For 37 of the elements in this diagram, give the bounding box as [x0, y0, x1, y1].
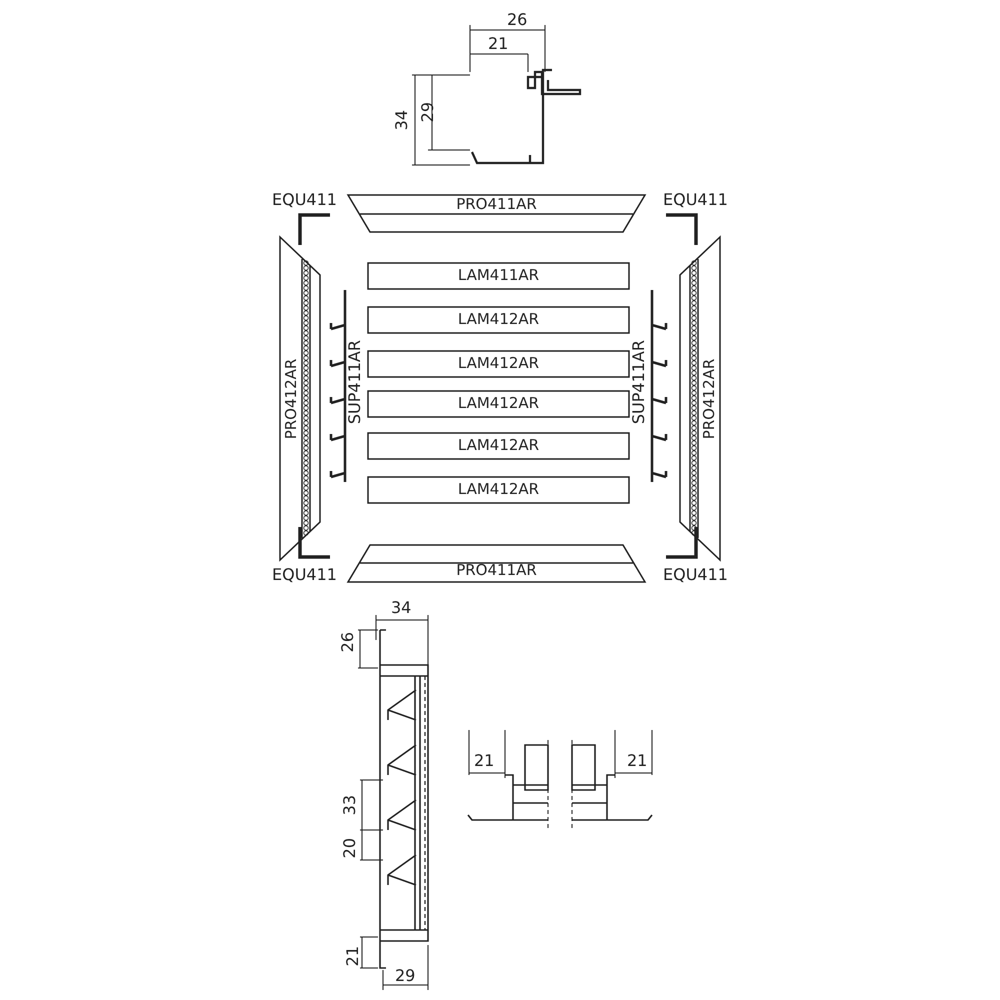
part-label: SUP411AR [347, 340, 363, 424]
slat-bar [368, 477, 629, 503]
part-label: EQU411 [272, 567, 337, 583]
part-label: PRO412AR [284, 358, 299, 439]
dimension-value: 21 [627, 753, 648, 769]
part-label: EQU411 [663, 567, 728, 583]
dimension-value: 21 [488, 36, 508, 52]
part-label: LAM412AR [458, 482, 540, 497]
dimension-value: 21 [474, 753, 494, 769]
part-label: LAM412AR [458, 438, 540, 453]
slat-bar [368, 433, 629, 459]
dimension-value: 20 [342, 838, 358, 858]
part-label: PRO412AR [702, 358, 717, 439]
dimension-value: 34 [394, 110, 410, 130]
trapezoid-profile [680, 237, 720, 560]
dimension-value: 34 [391, 600, 412, 616]
dimension-value: 29 [395, 968, 416, 984]
dimension-value: 26 [340, 632, 356, 652]
slat-bar [368, 263, 629, 289]
part-label: LAM412AR [458, 356, 540, 371]
part-label: EQU411 [663, 192, 728, 208]
slat-bar [368, 307, 629, 333]
part-label: EQU411 [272, 192, 337, 208]
trapezoid-profile [280, 237, 320, 560]
dimension-value: 33 [342, 795, 358, 816]
dimension-value: 26 [507, 12, 528, 28]
part-label: PRO411AR [456, 197, 537, 212]
part-label: LAM412AR [458, 312, 540, 327]
slat-bar [368, 351, 629, 377]
dimension-value: 21 [345, 946, 361, 966]
trapezoid-profile [348, 195, 645, 232]
part-label: LAM411AR [458, 268, 540, 283]
part-label: SUP411AR [631, 340, 647, 424]
trapezoid-profile [348, 545, 645, 582]
part-label: LAM412AR [458, 396, 540, 411]
slat-bar [368, 391, 629, 417]
part-label: PRO411AR [456, 563, 537, 578]
